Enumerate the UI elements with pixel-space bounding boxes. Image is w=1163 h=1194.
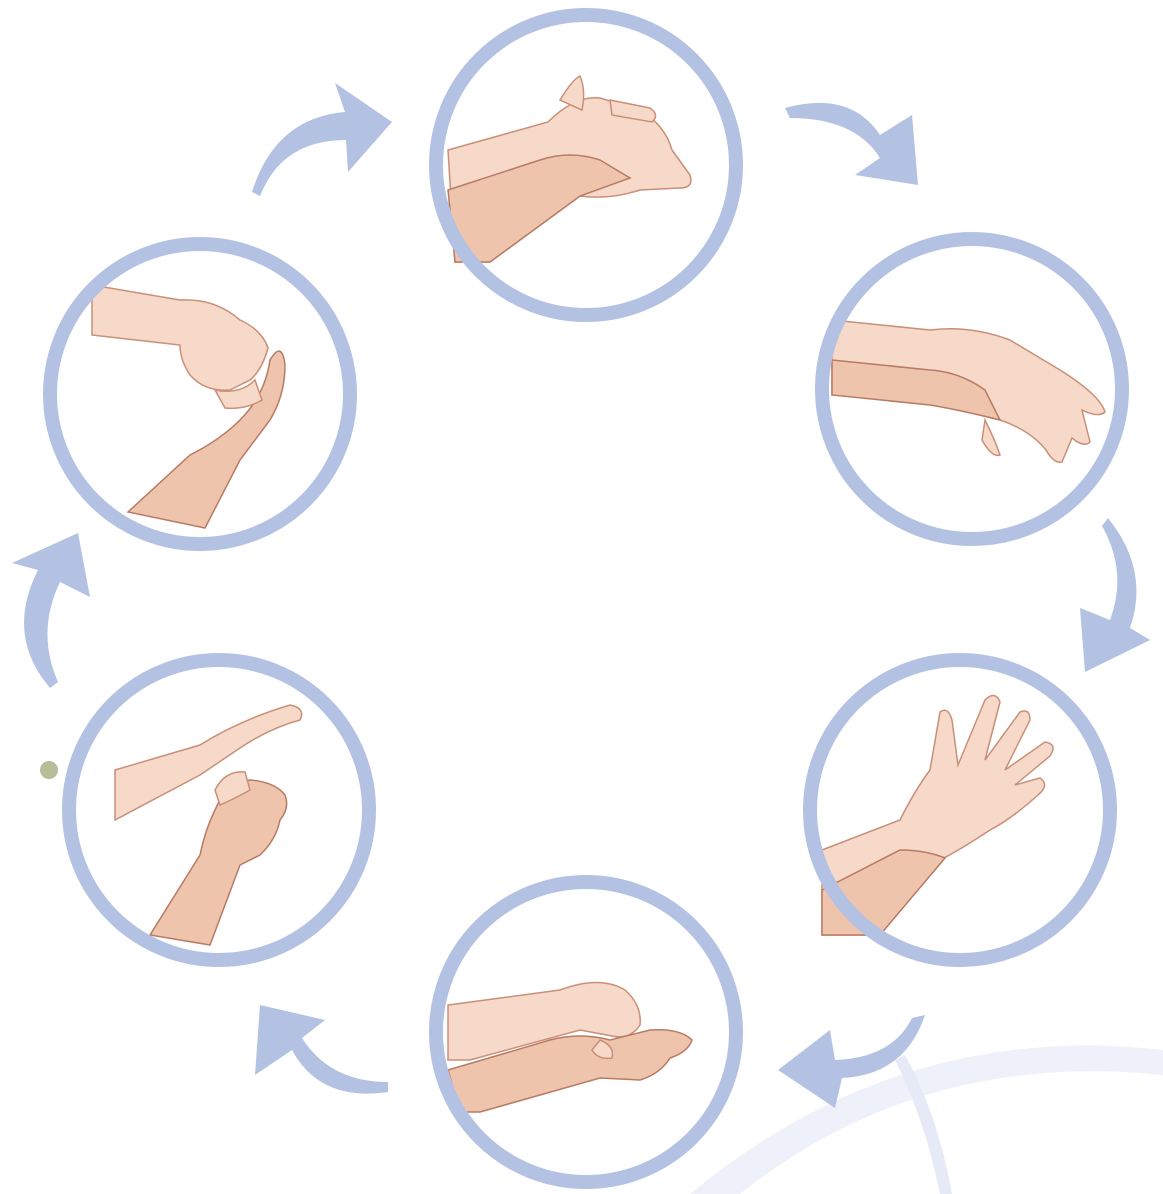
step-2-palm-over-back-of-hand bbox=[822, 239, 1122, 539]
step-3-fingers-interlaced-palms bbox=[810, 660, 1110, 960]
arrow-step-4-to-5 bbox=[255, 1005, 388, 1094]
arrow-step-2-to-3 bbox=[1080, 518, 1150, 672]
step-4-fingertips-in-palm bbox=[436, 882, 736, 1182]
palm-over-back-of-hand-icon bbox=[832, 320, 1105, 462]
interlaced-fingers-backs-icon bbox=[448, 76, 691, 262]
thumb-rotation-icon bbox=[115, 705, 302, 945]
decorative-dot bbox=[40, 761, 58, 779]
step-6-clasped-fingers bbox=[50, 244, 350, 544]
step-1-interlaced-fingers-backs bbox=[436, 15, 736, 315]
fingers-interlaced-palms-icon bbox=[822, 695, 1053, 935]
background-arc-decoration bbox=[690, 1046, 1163, 1194]
arrow-step-6-to-1 bbox=[252, 83, 392, 196]
arrow-step-5-to-6 bbox=[12, 533, 90, 688]
fingertips-in-palm-icon bbox=[448, 983, 692, 1113]
clasped-fingers-icon bbox=[92, 285, 285, 528]
arrow-step-1-to-2 bbox=[785, 103, 918, 185]
step-5-thumb-rotation bbox=[69, 660, 369, 960]
